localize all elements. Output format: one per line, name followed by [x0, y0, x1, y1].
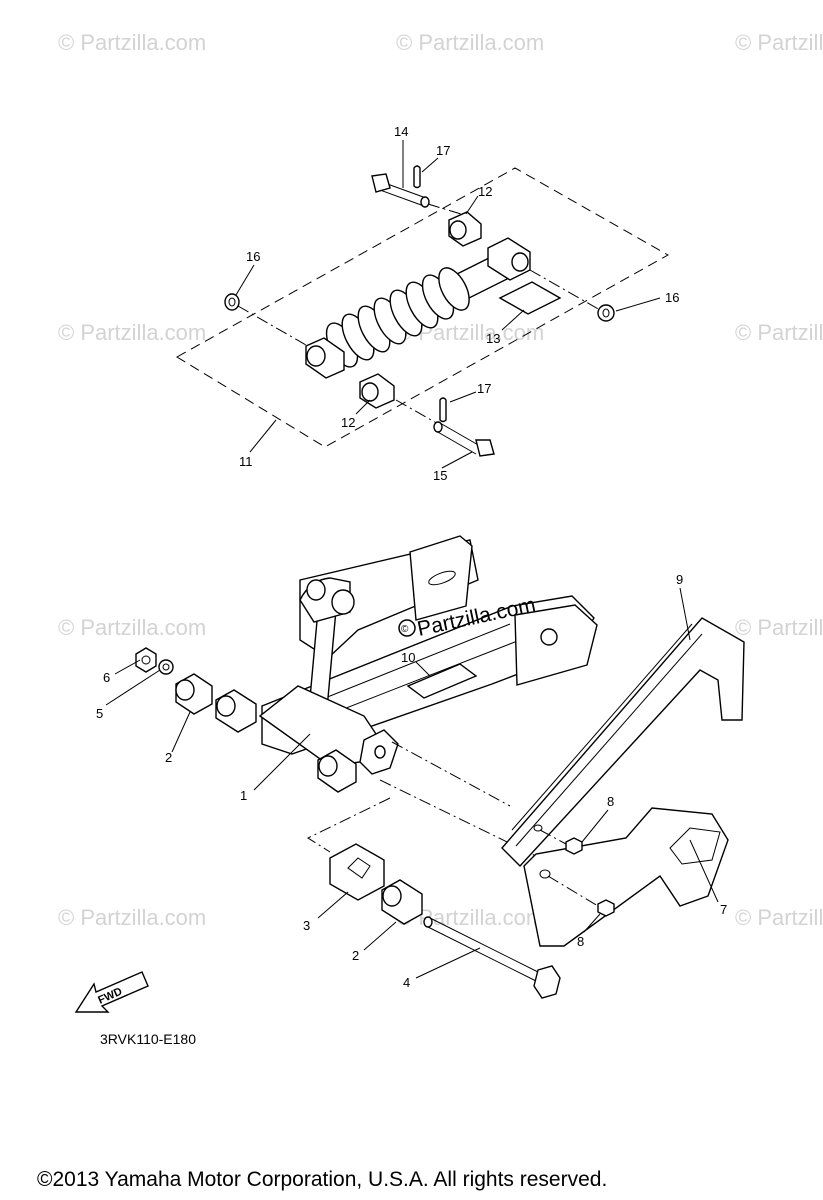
part-15-bolt: [433, 421, 495, 457]
callout-1: 1: [240, 788, 247, 803]
part-4-pivot-shaft: [423, 916, 561, 999]
callout-16: 16: [246, 249, 260, 264]
swingarm-assembly: [135, 535, 745, 999]
watermark: © Partzilla.com: [735, 30, 823, 55]
part-9-chain-guard: [501, 617, 745, 868]
callout-16: 16: [665, 290, 679, 305]
copyright-text: ©2013 Yamaha Motor Corporation, U.S.A. A…: [37, 1168, 607, 1191]
part-7-chain-guide: [523, 807, 729, 947]
callout-10: 10: [401, 650, 415, 665]
callout-13: 13: [486, 331, 500, 346]
part-12-collar: [359, 373, 441, 426]
part-17-cotter-pin: [413, 165, 421, 189]
part-16-washer: [529, 269, 615, 322]
watermark: © Partzilla.com: [735, 615, 823, 640]
callout-17: 17: [436, 143, 450, 158]
part-2-collar: [317, 749, 357, 793]
part-8-bolt: [547, 875, 615, 917]
part-2-collar: [215, 689, 257, 733]
part-5-washer: [158, 659, 174, 675]
callouts: 1 2 2 3 4 5 6 7 8 8 9 10 11 12 12 13 14 …: [96, 124, 727, 990]
callout-8: 8: [607, 794, 614, 809]
watermark: © Partzilla.com: [58, 320, 206, 345]
part-2-collar: [175, 673, 213, 715]
fwd-arrow: FWD: [74, 971, 149, 1013]
watermark: © Partzilla.com: [735, 905, 823, 930]
watermark: © Partzilla.com: [735, 320, 823, 345]
fwd-label: FWD: [96, 986, 124, 1007]
part-10-label: [406, 663, 478, 699]
watermark: © Partzilla.com: [58, 905, 206, 930]
callout-6: 6: [103, 670, 110, 685]
rear-shock-assembly: [176, 165, 670, 457]
diagram-code: 3RVK110-E180: [100, 1031, 196, 1047]
callout-2: 2: [352, 948, 359, 963]
part-12-collar: [448, 211, 482, 247]
part-2-collar: [381, 879, 423, 925]
callout-15: 15: [433, 468, 447, 483]
callout-17: 17: [477, 381, 491, 396]
callout-12: 12: [341, 415, 355, 430]
svg-text:©: ©: [401, 624, 409, 635]
part-1-swingarm: [258, 535, 598, 859]
part-14-bolt: [371, 173, 475, 219]
part-11-shock-absorber: [305, 237, 531, 379]
leader-lines: [105, 140, 719, 979]
callout-7: 7: [720, 902, 727, 917]
part-8-bolt: [539, 829, 583, 855]
part-6-nut: [135, 647, 157, 673]
part-16-washer: [224, 293, 307, 346]
callout-3: 3: [303, 918, 310, 933]
watermark: © Partzilla.com: [58, 615, 206, 640]
callout-11: 11: [239, 454, 253, 469]
part-13-label: [498, 281, 562, 315]
callout-14: 14: [394, 124, 408, 139]
callout-5: 5: [96, 706, 103, 721]
callout-4: 4: [403, 975, 410, 990]
watermark: © Partzilla.com: [58, 30, 206, 55]
callout-2: 2: [165, 750, 172, 765]
part-17-cotter-pin: [439, 397, 447, 423]
callout-12: 12: [478, 184, 492, 199]
bushing-guide: [306, 797, 391, 853]
part-3-bushing: [329, 843, 385, 901]
watermark: © Partzilla.com: [396, 30, 544, 55]
callout-9: 9: [676, 572, 683, 587]
callout-8: 8: [577, 934, 584, 949]
assembly-boundary: [176, 167, 670, 448]
